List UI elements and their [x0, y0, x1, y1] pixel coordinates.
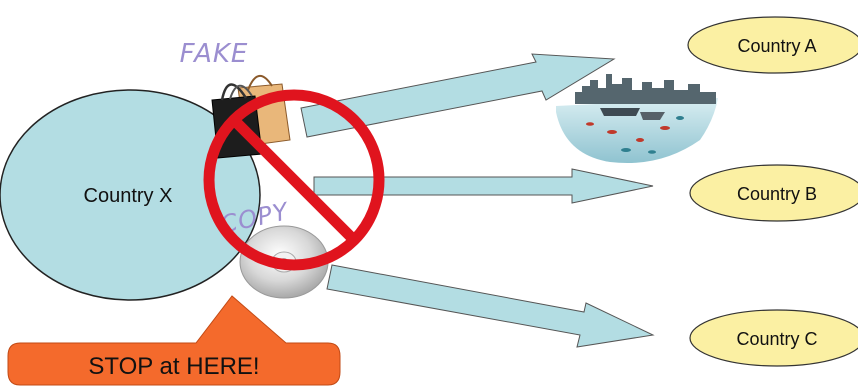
harbor-city-icon — [556, 74, 718, 163]
arrow-to-country-b — [314, 169, 653, 203]
destination-label: Country A — [737, 36, 816, 56]
destination-label: Country B — [737, 184, 817, 204]
fake-label: FAKE — [180, 39, 249, 69]
destination-label: Country C — [736, 329, 817, 349]
stop-callout: STOP at HERE! — [8, 296, 340, 385]
origin-label: Country X — [84, 185, 173, 207]
destination-country-c: Country C — [690, 310, 858, 366]
shopping-bags-icon — [212, 76, 290, 158]
destination-country-b: Country B — [690, 165, 858, 221]
arrow-to-country-c — [327, 265, 653, 347]
destination-country-a: Country A — [688, 17, 858, 73]
callout-label: STOP at HERE! — [88, 353, 259, 380]
